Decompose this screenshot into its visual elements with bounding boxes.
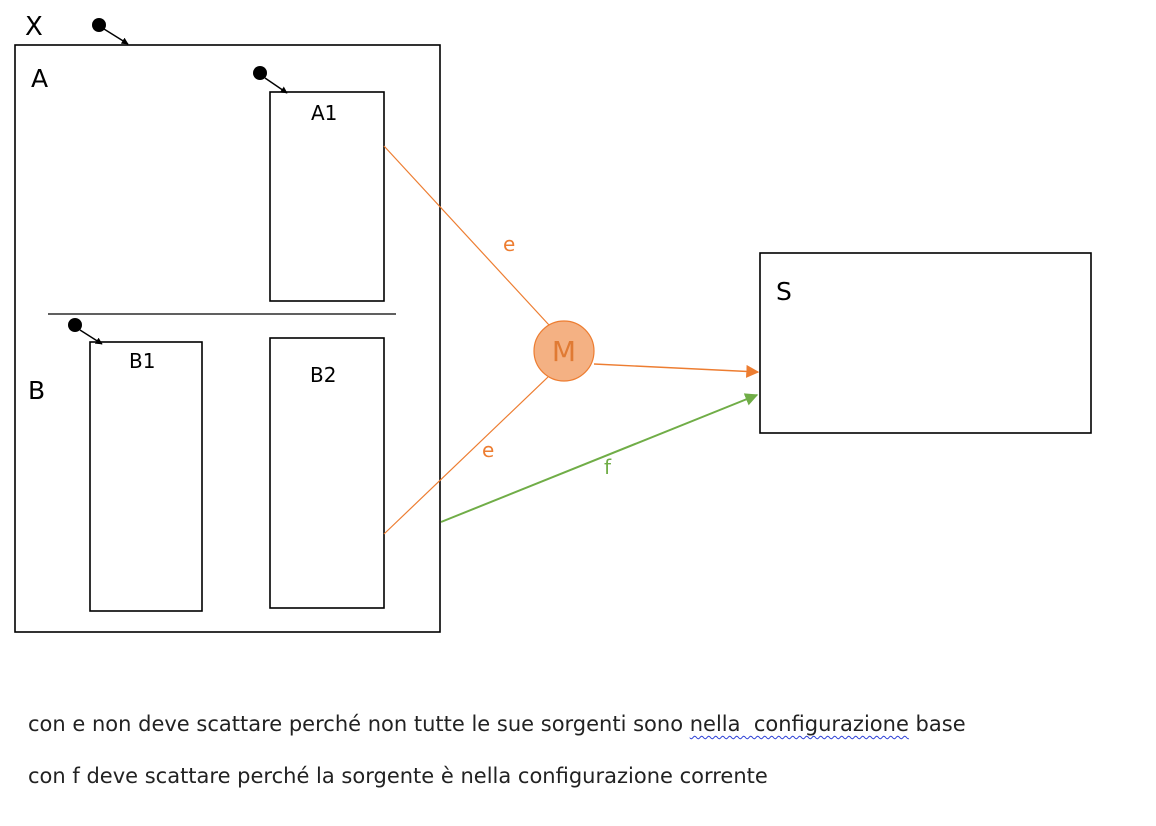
initial-arrow-a xyxy=(264,77,288,94)
transition-f-label: f xyxy=(604,455,612,479)
merge-node-label: M xyxy=(552,335,576,368)
note-transition-e: con e non deve scattare perché non tutte… xyxy=(28,712,966,736)
transition-e-to-s xyxy=(593,363,760,378)
state-b1-box xyxy=(89,341,203,612)
transition-e-from-a1 xyxy=(383,145,550,326)
merge-node xyxy=(533,320,595,382)
state-s-box xyxy=(759,252,1092,434)
initial-dot-b xyxy=(68,318,82,332)
state-a1-box xyxy=(269,91,385,302)
state-b2-label: B2 xyxy=(310,363,336,387)
initial-arrow-b xyxy=(79,329,103,345)
transition-e-from-b2 xyxy=(383,376,549,535)
state-b1-label: B1 xyxy=(129,349,155,373)
state-s-label: S xyxy=(776,277,792,306)
transition-e-label-lower: e xyxy=(482,438,494,462)
initial-arrow-x xyxy=(103,28,129,45)
note-transition-f: con f deve scattare perché la sorgente è… xyxy=(28,764,768,788)
initial-dot-x xyxy=(92,18,106,32)
transition-f xyxy=(440,393,759,523)
region-b-label: B xyxy=(28,376,45,405)
transition-e-label-upper: e xyxy=(503,232,515,256)
note-e-misspelled-phrase: nella configurazione xyxy=(689,712,909,736)
state-x-box xyxy=(14,44,441,633)
state-x-label: X xyxy=(25,12,43,42)
state-b2-box xyxy=(269,337,385,609)
region-a-label: A xyxy=(31,64,48,93)
note-e-text-start: con e non deve scattare perché non tutte… xyxy=(28,712,690,736)
state-a1-label: A1 xyxy=(311,101,337,125)
note-e-text-end: base xyxy=(908,712,966,736)
initial-dot-a xyxy=(253,66,267,80)
